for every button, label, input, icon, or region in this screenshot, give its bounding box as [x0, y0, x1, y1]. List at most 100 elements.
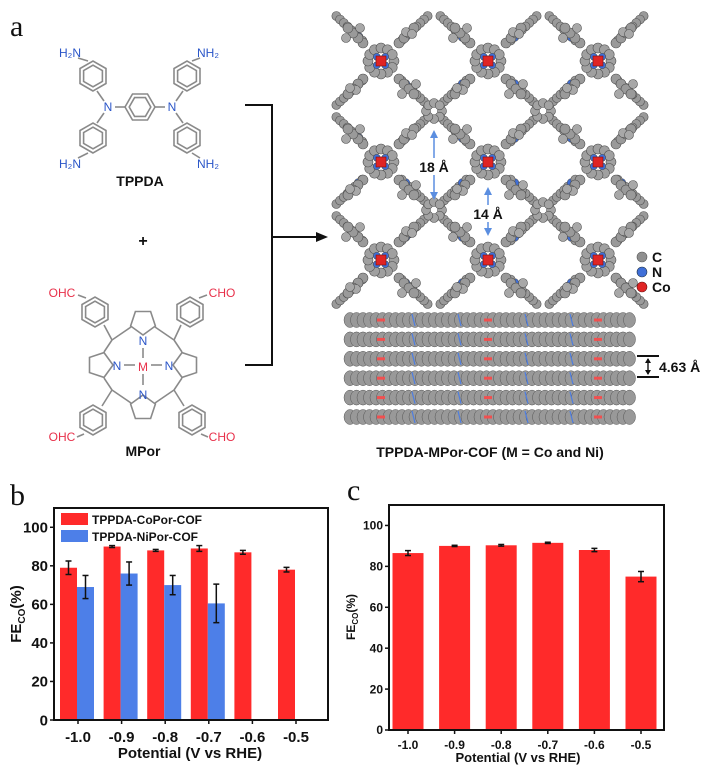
atom [628, 278, 638, 288]
bar [485, 545, 517, 730]
panel-label-c: c [347, 474, 360, 507]
y-axis-title: FECO(%) [8, 585, 28, 643]
cof-side-view [343, 312, 636, 425]
bond [103, 324, 113, 341]
benzene-ring [79, 404, 107, 436]
atom [355, 124, 365, 134]
bar [164, 585, 182, 720]
bar [234, 552, 252, 720]
x-tick-label: -1.0 [398, 738, 419, 752]
bond [154, 389, 175, 404]
bar [532, 542, 564, 730]
nitrogen-atom [524, 333, 529, 346]
cobalt-atom [484, 376, 492, 380]
y-tick-label: 20 [370, 682, 384, 696]
cobalt-atom [594, 376, 602, 380]
pyrrole-ring [129, 394, 157, 420]
atom [411, 180, 421, 190]
bond [77, 57, 89, 62]
nitrogen-label: N [139, 388, 148, 402]
amine-label: H₂N [59, 46, 81, 60]
bond [96, 90, 105, 102]
bar [207, 603, 225, 720]
nitrogen-atom [457, 372, 462, 385]
nitrogen-atom [457, 410, 462, 424]
bar [625, 576, 657, 730]
benzene-ring [176, 296, 204, 328]
bar [190, 548, 208, 720]
bar [103, 546, 121, 720]
atom [562, 282, 572, 292]
legend-label: TPPDA-NiPor-COF [92, 530, 198, 544]
atom [558, 232, 568, 242]
benzene-ring [173, 60, 201, 92]
bond [173, 339, 183, 353]
cobalt-atom [484, 357, 492, 361]
x-tick-label: -0.9 [444, 738, 465, 752]
y-axis-title: FECO(%) [344, 594, 360, 640]
nitrogen-atom [411, 333, 416, 346]
atom [562, 184, 572, 194]
bar [392, 553, 424, 730]
atom [411, 79, 421, 89]
atom [515, 88, 527, 100]
atom [515, 189, 527, 201]
atom [559, 22, 571, 34]
atom [543, 199, 554, 210]
atom [342, 123, 354, 135]
bond [175, 90, 184, 102]
nitrogen-atom [569, 372, 574, 385]
atom [572, 124, 582, 134]
benzene-ring [173, 122, 201, 154]
bond [111, 389, 132, 404]
nitrogen-atom [411, 410, 416, 424]
atom [407, 130, 417, 140]
x-axis-title: Potential (V vs RHE) [118, 745, 262, 762]
nitrogen-atom [457, 333, 462, 346]
atom [408, 287, 420, 299]
benzene-ring-inner [82, 64, 104, 88]
nitrogen-atom [524, 372, 529, 385]
atom [462, 222, 472, 232]
atom [397, 89, 407, 99]
pore-18-annotation: 18 Å [415, 130, 453, 200]
atom [614, 190, 624, 200]
pyrrole-ring [129, 310, 157, 336]
atom [397, 288, 407, 298]
bond [198, 294, 208, 299]
benzene-ring [81, 296, 109, 328]
benzene-ring-inner [176, 126, 198, 150]
bond [173, 377, 183, 391]
bond [103, 377, 113, 391]
bond [173, 389, 185, 407]
atom [504, 288, 514, 298]
cobalt-atom-icon [636, 281, 648, 293]
benzene-ring [178, 404, 206, 436]
carbon-atom-icon [636, 251, 648, 263]
metal-label: M [138, 360, 148, 374]
nitrogen-atom [569, 410, 574, 424]
benzene-ring-inner [82, 126, 104, 150]
atom [514, 130, 524, 140]
atom [452, 282, 462, 292]
nitrogen-atom [569, 333, 574, 346]
atom [625, 189, 637, 201]
cobalt-atom [594, 337, 602, 341]
legend-label: N [652, 264, 662, 280]
nitrogen-label: N [168, 100, 177, 114]
cof-top-view [331, 11, 649, 309]
y-tick-label: 0 [40, 712, 48, 729]
cobalt-atom [482, 254, 494, 266]
atom [558, 134, 568, 144]
atom [623, 351, 636, 367]
cobalt-atom [594, 318, 602, 322]
atom [515, 287, 527, 299]
cobalt-atom [377, 396, 385, 400]
amine-label: H₂N [59, 157, 81, 171]
atom [355, 222, 365, 232]
atom [462, 124, 472, 134]
bond [154, 326, 175, 341]
y-tick-label: 60 [370, 600, 384, 614]
atom [448, 33, 458, 43]
